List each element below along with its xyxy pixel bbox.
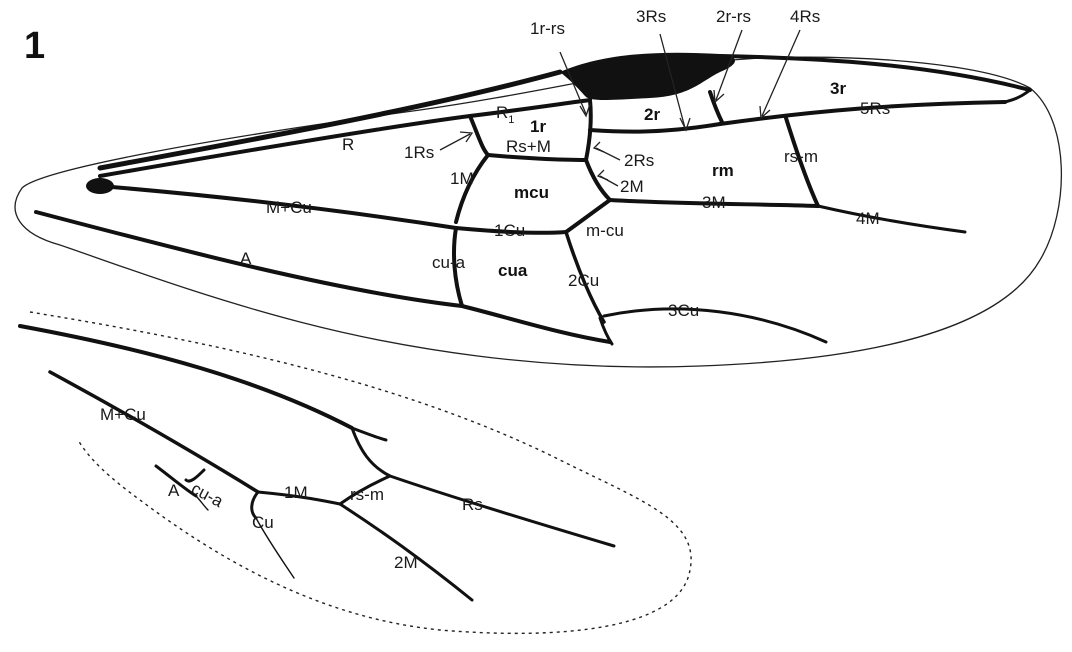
cell-2r: 2r — [644, 105, 660, 124]
arrowhead-1Rs — [459, 131, 474, 143]
label-1M: 1M — [450, 169, 474, 188]
label-3Rs: 3Rs — [636, 7, 666, 26]
arrowhead-4Rs — [759, 105, 771, 120]
vein-A — [34, 210, 612, 344]
hw-vein-1M — [256, 490, 342, 506]
vein-2Rs — [588, 122, 722, 134]
vein-m-cu — [564, 198, 612, 234]
label-2M: 2M — [620, 177, 644, 196]
vein-3Cu — [602, 307, 828, 344]
forewing-outline — [14, 56, 1063, 368]
arrowhead-3Rs — [679, 117, 691, 132]
forewing: R R1 1Rs Rs+M 1M M+Cu A cu-a 1Cu m-cu 2C… — [14, 7, 1063, 368]
label-rs-m: rs-m — [784, 147, 818, 166]
cell-rm: rm — [712, 161, 734, 180]
hw-vein-cu-a — [184, 468, 206, 483]
arrowhead-2r-rs — [713, 89, 725, 104]
pterostigma — [560, 52, 735, 100]
label-A: A — [240, 249, 252, 268]
arrowhead-2Rs — [592, 141, 605, 153]
label-2r-rs: 2r-rs — [716, 7, 751, 26]
arrow-1r-rs — [559, 51, 587, 115]
vein-1M — [454, 153, 490, 224]
hw-label-Cu: Cu — [252, 513, 274, 532]
vein-costa-tip — [1003, 88, 1032, 104]
hw-label-cu-a: cu-a — [188, 479, 227, 512]
cell-mcu: mcu — [514, 183, 549, 202]
hw-vein-Cu — [255, 517, 295, 579]
arrow-3Rs — [659, 33, 686, 129]
hw-vein-spur — [350, 426, 388, 442]
vein-1Rs — [468, 114, 490, 157]
vein-2r-rs — [708, 90, 724, 124]
vein-rs-m — [784, 116, 820, 208]
label-R: R — [342, 135, 354, 154]
label-1r-rs: 1r-rs — [530, 19, 565, 38]
hw-vein-Cu-stub — [250, 490, 260, 520]
vein-5Rs — [718, 100, 1007, 126]
hw-label-MCu: M+Cu — [100, 405, 146, 424]
arrow-2r-rs — [715, 29, 743, 101]
hw-vein-costal — [18, 324, 354, 430]
label-4Rs: 4Rs — [790, 7, 820, 26]
label-2Rs: 2Rs — [624, 151, 654, 170]
label-m-cu: m-cu — [586, 221, 624, 240]
label-3Cu: 3Cu — [668, 301, 699, 320]
label-2Cu: 2Cu — [568, 271, 599, 290]
hw-vein-MCu — [48, 370, 260, 494]
label-RsM: Rs+M — [506, 137, 551, 156]
hw-vein-A-tail — [195, 495, 209, 511]
figure-number: 1 — [24, 25, 45, 67]
label-3M: 3M — [702, 193, 726, 212]
arrow-4Rs — [761, 29, 801, 117]
label-MCu: M+Cu — [266, 198, 312, 217]
hw-vein-rs-m — [338, 474, 392, 506]
hw-vein-2M — [338, 502, 474, 602]
cell-1r: 1r — [530, 117, 546, 136]
label-5Rs: 5Rs — [860, 99, 890, 118]
hindwing-outline — [29, 311, 692, 635]
vein-3M — [608, 198, 820, 208]
vein-R — [98, 98, 592, 178]
vein-MCu — [98, 184, 458, 230]
vein-1Cu — [454, 226, 568, 235]
label-1Cu: 1Cu — [494, 221, 525, 240]
hw-label-Rs: Rs — [462, 495, 483, 514]
vein-2M — [584, 158, 612, 202]
vein-4M — [816, 204, 967, 234]
hw-label-2M: 2M — [394, 553, 418, 572]
vein-costa — [97, 69, 563, 171]
vein-2Cu — [564, 230, 606, 324]
arrow-1Rs — [439, 133, 471, 151]
cell-cua: cua — [498, 261, 528, 280]
label-R1: R1 — [496, 103, 514, 126]
label-1Rs: 1Rs — [404, 143, 434, 162]
arrowhead-2M — [596, 169, 609, 181]
hw-label-rs-m: rs-m — [350, 485, 384, 504]
hindwing: M+Cu A cu-a 1M Cu rs-m Rs 2M — [18, 311, 692, 635]
hw-label-A: A — [168, 481, 180, 500]
label-cu-a: cu-a — [432, 253, 466, 272]
hw-vein-Rs — [350, 426, 616, 548]
hw-label-1M: 1M — [284, 483, 308, 502]
vein-costa-distal — [718, 54, 1032, 92]
vein-cu-a — [452, 226, 464, 308]
cell-3r: 3r — [830, 79, 846, 98]
hw-vein-A — [154, 464, 198, 498]
vein-RsM — [486, 153, 588, 162]
arrowhead-1r-rs — [579, 103, 591, 118]
label-4M: 4M — [856, 209, 880, 228]
